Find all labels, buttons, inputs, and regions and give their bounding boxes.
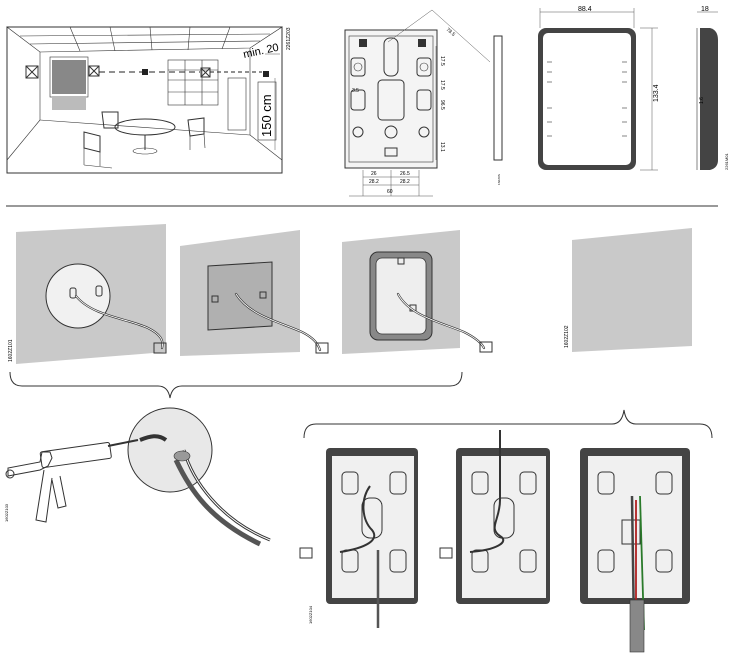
device-depth-dim: 18 — [701, 6, 709, 13]
step-rect-box — [342, 230, 493, 354]
brace-right — [303, 409, 713, 439]
mounting-position-marker — [25, 65, 39, 79]
mounting-position-marker — [88, 65, 100, 77]
dim-b-right: 26.5 — [400, 171, 410, 177]
min-distance-label: min. 20 — [242, 42, 280, 61]
height-label: 150 cm — [259, 94, 274, 137]
room-illustration: min. 20 150 cm 2261Z203 — [6, 26, 292, 174]
step-plain-wall: 1602Z102 — [564, 228, 692, 352]
device-height-dim: 133.4 — [653, 84, 660, 102]
step-code-right: 1602Z102 — [564, 325, 570, 348]
mounting-plate-3 — [580, 448, 690, 653]
dim-b2-right: 28.2 — [400, 179, 410, 185]
sealing-code: 1602Z103 — [4, 503, 9, 522]
dim-b2-left: 28.2 — [369, 179, 379, 185]
room-drawing-code: 2261Z203 — [286, 27, 292, 50]
dim-r1: 17.5 — [439, 56, 445, 66]
device-width-dim: 88.4 — [578, 6, 592, 13]
brace-left — [9, 371, 463, 399]
backplate-dimension-drawing: 78.5 17.5 17.5 96.5 13.1 3.5 26 26.5 28.… — [344, 9, 503, 197]
sealing-illustration: 1602Z103 — [4, 407, 271, 547]
dim-r3: 96.5 — [439, 100, 445, 110]
dim-r5: 3.5 — [352, 88, 359, 94]
dim-b-left: 26 — [371, 171, 377, 177]
device-dimension-drawing: 88.4 133.4 18 1.6 2261M01 — [538, 6, 729, 171]
dim-r4: 13.1 — [439, 142, 445, 152]
dim-bottom: 60 — [387, 189, 393, 195]
dim-r2: 17.5 — [439, 80, 445, 90]
mounting-position-marker — [200, 67, 211, 78]
backplate-drawing-code: 1S0Z0S — [497, 174, 501, 185]
device-small-dim: 1.6 — [699, 97, 705, 104]
device-drawing-code: 2261M01 — [724, 153, 729, 170]
step-round-box: 1602Z101 — [8, 224, 167, 364]
mounting-plate-1: 1602Z104 — [299, 448, 418, 628]
step-square-box — [180, 230, 329, 356]
mounting-plate-2 — [439, 430, 550, 604]
mounting-code: 1602Z104 — [308, 605, 313, 624]
dim-diag: 78.5 — [445, 27, 456, 38]
step-code-left: 1602Z101 — [8, 339, 14, 362]
